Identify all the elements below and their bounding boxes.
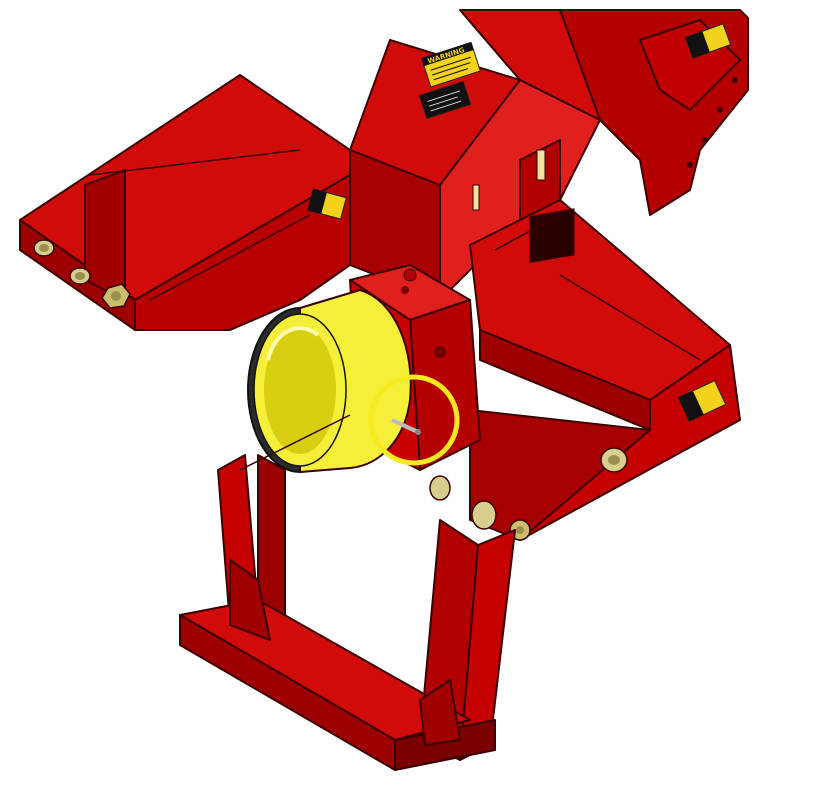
right-arm <box>469 199 741 541</box>
left-nut <box>101 283 131 309</box>
left-arm-gusset <box>84 169 126 301</box>
stand-crossbar-end <box>394 719 496 771</box>
right-pin-front-b <box>471 500 497 530</box>
bolt-head <box>401 286 409 294</box>
callout-circle <box>368 374 460 466</box>
left-arm <box>19 74 351 331</box>
warning-decal-left <box>307 188 347 220</box>
detail-lines <box>149 214 701 471</box>
motor-cutout <box>529 208 575 264</box>
left-pin-lower <box>69 267 91 285</box>
bolt-hole <box>732 77 738 83</box>
grease-cap <box>403 268 417 282</box>
right-arm-pin-side <box>600 447 628 473</box>
stand-inner-gusset <box>229 559 271 641</box>
right-pin-front-a <box>429 475 451 501</box>
stand-inner-gusset <box>419 679 461 746</box>
bolt-head <box>434 346 446 358</box>
bolt-hole <box>702 137 708 143</box>
bolt-hole <box>687 162 693 168</box>
left-arm-inner <box>134 174 351 331</box>
bolt-hole <box>717 107 723 113</box>
warning-decal-right <box>677 380 727 422</box>
bracket-slot <box>472 184 480 211</box>
rotator-ring <box>247 289 412 473</box>
left-pin-upper <box>33 239 55 257</box>
grease-fitting <box>391 418 421 435</box>
warning-decal-boom <box>684 23 732 59</box>
info-plate-decal <box>418 80 472 120</box>
rotator-front <box>409 299 481 471</box>
bracket-slot <box>536 149 546 181</box>
support-stand <box>179 454 516 771</box>
